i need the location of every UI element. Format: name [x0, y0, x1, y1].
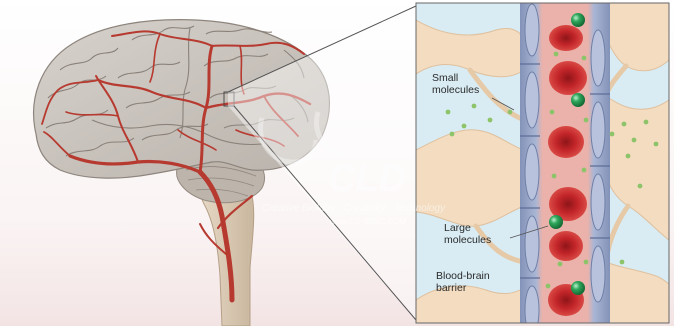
large-molecule — [549, 215, 563, 229]
red-blood-cell — [549, 231, 583, 261]
red-blood-cell — [549, 61, 587, 95]
large-molecule — [571, 281, 585, 295]
small-molecules-label-line2: molecules — [432, 84, 479, 96]
blood-brain-barrier-label-line2: barrier — [436, 282, 490, 294]
red-blood-cell — [548, 126, 584, 158]
small-molecules-label: Small molecules — [432, 72, 479, 96]
watermark-url: www.CD-BBBC.COM — [330, 217, 406, 226]
large-molecules-label-line1: Large — [444, 222, 491, 234]
small-molecules-label-line1: Small — [432, 72, 479, 84]
large-molecule — [571, 93, 585, 107]
large-molecules-label-line2: molecules — [444, 234, 491, 246]
watermark-logo-text: CLD — [328, 158, 406, 201]
blood-brain-barrier-label: Blood-brain barrier — [436, 270, 490, 294]
large-molecules-label: Large molecules — [444, 222, 491, 246]
blood-brain-barrier-label-line1: Blood-brain — [436, 270, 490, 282]
watermark-tagline: Creative Biolabs · Creativity · Technolo… — [262, 203, 445, 214]
red-blood-cell — [549, 25, 583, 51]
large-molecule — [571, 13, 585, 27]
